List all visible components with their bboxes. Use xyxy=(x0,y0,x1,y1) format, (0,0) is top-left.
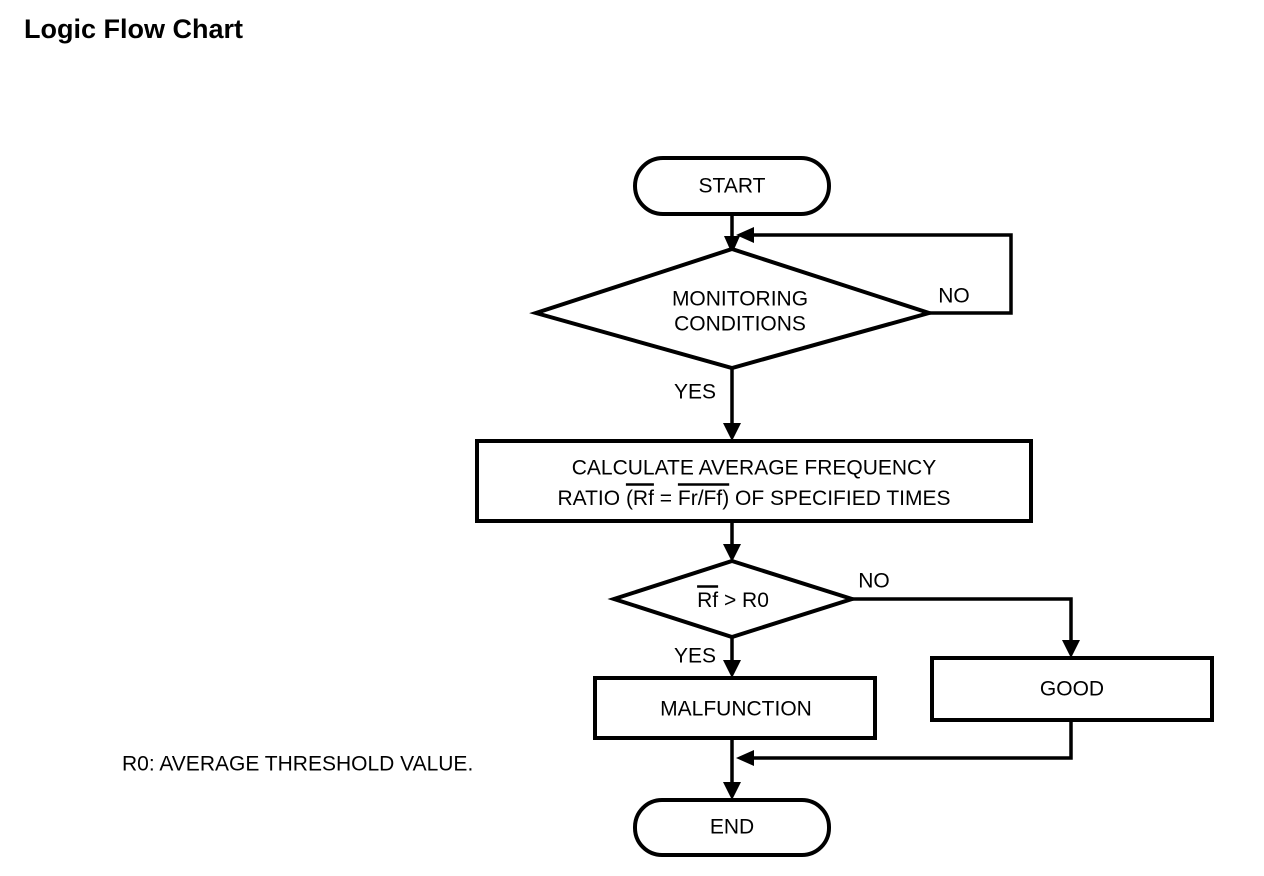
footnote-threshold-note: R0: AVERAGE THRESHOLD VALUE. xyxy=(122,753,473,776)
edge-malfunction-to-end xyxy=(723,738,741,800)
node-calculate-label-line2: RATIO (Rf = Fr/Ff) OF SPECIFIED TIMES xyxy=(557,487,950,510)
calc-line2-overbar-a: (Rf xyxy=(626,487,654,510)
edge-label-compare-yes: YES xyxy=(674,645,716,668)
node-monitoring-label-line1: MONITORING xyxy=(672,288,808,311)
node-malfunction-label: MALFUNCTION xyxy=(660,698,812,721)
node-good-label: GOOD xyxy=(1040,678,1104,701)
edge-start-to-monitoring xyxy=(724,214,740,254)
calc-line2-prefix: RATIO xyxy=(557,487,625,510)
edge-monitoring-yes-to-calculate xyxy=(723,368,741,441)
edge-compare-yes-to-malfunction xyxy=(723,637,741,678)
node-malfunction[interactable]: MALFUNCTION xyxy=(593,676,877,740)
calc-line2-overbar-b: Fr/Ff) xyxy=(678,487,729,510)
page-title: Logic Flow Chart xyxy=(24,14,243,44)
calc-line2-suffix: OF SPECIFIED TIMES xyxy=(729,487,950,510)
node-end[interactable]: END xyxy=(633,798,831,857)
edge-good-to-end-merge xyxy=(736,720,1073,766)
node-compare-rf-r0[interactable]: Rf > R0 xyxy=(607,558,859,640)
edge-compare-no-to-good xyxy=(852,597,1080,658)
edge-monitoring-no-loopback xyxy=(736,227,1013,315)
edge-label-monitoring-no: NO xyxy=(938,285,970,308)
calc-line2-equals: = xyxy=(654,487,678,510)
edge-label-monitoring-yes: YES xyxy=(674,381,716,404)
edge-calculate-to-compare xyxy=(723,521,741,562)
node-calculate-label-line1: CALCULATE AVERAGE FREQUENCY xyxy=(572,457,936,480)
node-calculate-average-frequency[interactable]: CALCULATE AVERAGE FREQUENCY RATIO (Rf = … xyxy=(475,439,1033,523)
node-monitoring-conditions[interactable]: MONITORING CONDITIONS xyxy=(529,246,936,371)
compare-rest-text: > R0 xyxy=(718,589,769,612)
node-start-label: START xyxy=(699,175,766,198)
compare-overbar-text: Rf xyxy=(697,589,718,612)
node-good[interactable]: GOOD xyxy=(930,656,1214,722)
node-compare-label: Rf > R0 xyxy=(697,589,769,612)
node-monitoring-label-line2: CONDITIONS xyxy=(674,313,806,336)
node-end-label: END xyxy=(710,816,754,839)
edge-label-compare-no: NO xyxy=(858,570,890,593)
node-start[interactable]: START xyxy=(633,156,831,216)
